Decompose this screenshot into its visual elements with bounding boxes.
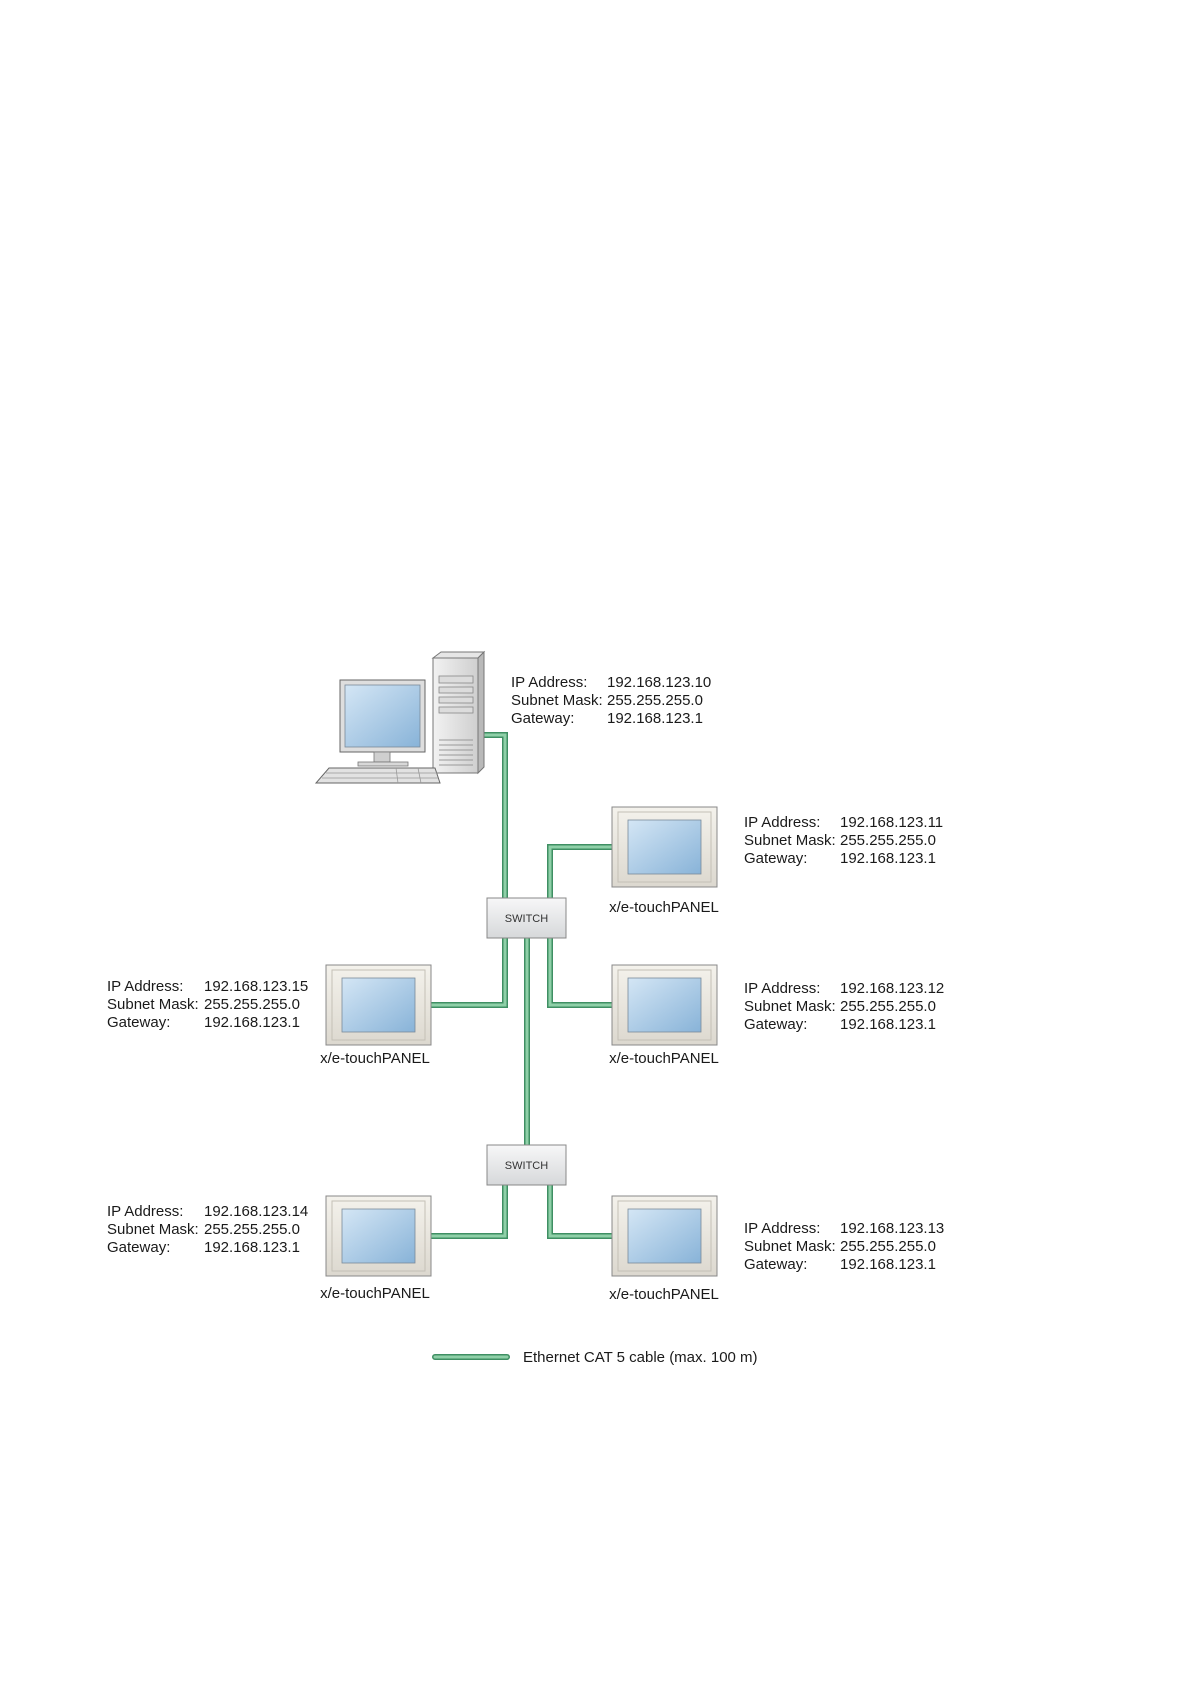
cable-switch1-panel-12 bbox=[547, 938, 612, 1008]
touch-panel-13: x/e-touchPANEL bbox=[609, 1195, 719, 1303]
panel-14-config: IP Address: 192.168.123.14 Subnet Mask: … bbox=[107, 1203, 308, 1256]
mask-value: 255.255.255.0 bbox=[840, 1238, 936, 1255]
gateway-value: 192.168.123.1 bbox=[840, 1016, 936, 1033]
touch-panel-15: x/e-touchPANEL bbox=[320, 964, 432, 1067]
gateway-value: 192.168.123.1 bbox=[840, 1256, 936, 1273]
gateway-value: 192.168.123.1 bbox=[840, 850, 936, 867]
panel-12-name: x/e-touchPANEL bbox=[609, 1050, 719, 1067]
legend-label: Ethernet CAT 5 cable (max. 100 m) bbox=[523, 1349, 758, 1366]
ip-value: 192.168.123.14 bbox=[204, 1203, 308, 1220]
panel-15-name: x/e-touchPANEL bbox=[320, 1050, 430, 1067]
ip-label: IP Address: bbox=[107, 978, 183, 995]
gateway-value: 192.168.123.1 bbox=[607, 710, 703, 727]
touch-panel-11: x/e-touchPANEL bbox=[609, 806, 719, 916]
mask-label: Subnet Mask: bbox=[511, 692, 603, 709]
cable-switch2-panel-13 bbox=[547, 1184, 612, 1239]
desktop-computer-icon bbox=[314, 650, 486, 784]
mask-label: Subnet Mask: bbox=[744, 998, 836, 1015]
mask-value: 255.255.255.0 bbox=[204, 996, 300, 1013]
panel-13-config: IP Address: 192.168.123.13 Subnet Mask: … bbox=[744, 1220, 944, 1273]
ip-label: IP Address: bbox=[107, 1203, 183, 1220]
cable-switch1-panel-11 bbox=[547, 844, 612, 901]
ip-label: IP Address: bbox=[744, 980, 820, 997]
cable-switch2-panel-14 bbox=[431, 1184, 508, 1239]
touch-panel-14: x/e-touchPANEL bbox=[320, 1195, 432, 1302]
gateway-label: Gateway: bbox=[511, 710, 574, 727]
ip-value: 192.168.123.11 bbox=[840, 814, 943, 831]
mask-value: 255.255.255.0 bbox=[607, 692, 703, 709]
panel-11-config: IP Address: 192.168.123.11 Subnet Mask: … bbox=[744, 814, 943, 867]
switch-2-label: SWITCH bbox=[505, 1160, 548, 1172]
gateway-value: 192.168.123.1 bbox=[204, 1014, 300, 1031]
switch-2: SWITCH bbox=[486, 1144, 567, 1186]
gateway-label: Gateway: bbox=[744, 850, 807, 867]
ip-value: 192.168.123.10 bbox=[607, 674, 711, 691]
ip-label: IP Address: bbox=[511, 674, 587, 691]
panel-15-config: IP Address: 192.168.123.15 Subnet Mask: … bbox=[107, 978, 308, 1031]
switch-1-label: SWITCH bbox=[505, 913, 548, 925]
mask-value: 255.255.255.0 bbox=[204, 1221, 300, 1238]
ethernet-cables bbox=[431, 732, 612, 1239]
mask-label: Subnet Mask: bbox=[744, 832, 836, 849]
gateway-label: Gateway: bbox=[107, 1014, 170, 1031]
panel-13-name: x/e-touchPANEL bbox=[609, 1286, 719, 1303]
ip-label: IP Address: bbox=[744, 1220, 820, 1237]
mask-label: Subnet Mask: bbox=[744, 1238, 836, 1255]
ip-value: 192.168.123.12 bbox=[840, 980, 944, 997]
ip-value: 192.168.123.15 bbox=[204, 978, 308, 995]
panel-14-name: x/e-touchPANEL bbox=[320, 1285, 430, 1302]
ip-label: IP Address: bbox=[744, 814, 820, 831]
cable-switch1-panel-15 bbox=[431, 938, 508, 1008]
mask-label: Subnet Mask: bbox=[107, 996, 199, 1013]
panel-11-name: x/e-touchPANEL bbox=[609, 899, 719, 916]
gateway-label: Gateway: bbox=[744, 1256, 807, 1273]
switch-1: SWITCH bbox=[486, 897, 567, 939]
panel-12-config: IP Address: 192.168.123.12 Subnet Mask: … bbox=[744, 980, 944, 1033]
legend: Ethernet CAT 5 cable (max. 100 m) bbox=[432, 1349, 758, 1366]
touch-panel-12: x/e-touchPANEL bbox=[609, 964, 719, 1067]
mask-value: 255.255.255.0 bbox=[840, 832, 936, 849]
gateway-label: Gateway: bbox=[107, 1239, 170, 1256]
gateway-label: Gateway: bbox=[744, 1016, 807, 1033]
ip-value: 192.168.123.13 bbox=[840, 1220, 944, 1237]
computer-config: IP Address: 192.168.123.10 Subnet Mask: … bbox=[511, 674, 711, 727]
mask-label: Subnet Mask: bbox=[107, 1221, 199, 1238]
gateway-value: 192.168.123.1 bbox=[204, 1239, 300, 1256]
mask-value: 255.255.255.0 bbox=[840, 998, 936, 1015]
